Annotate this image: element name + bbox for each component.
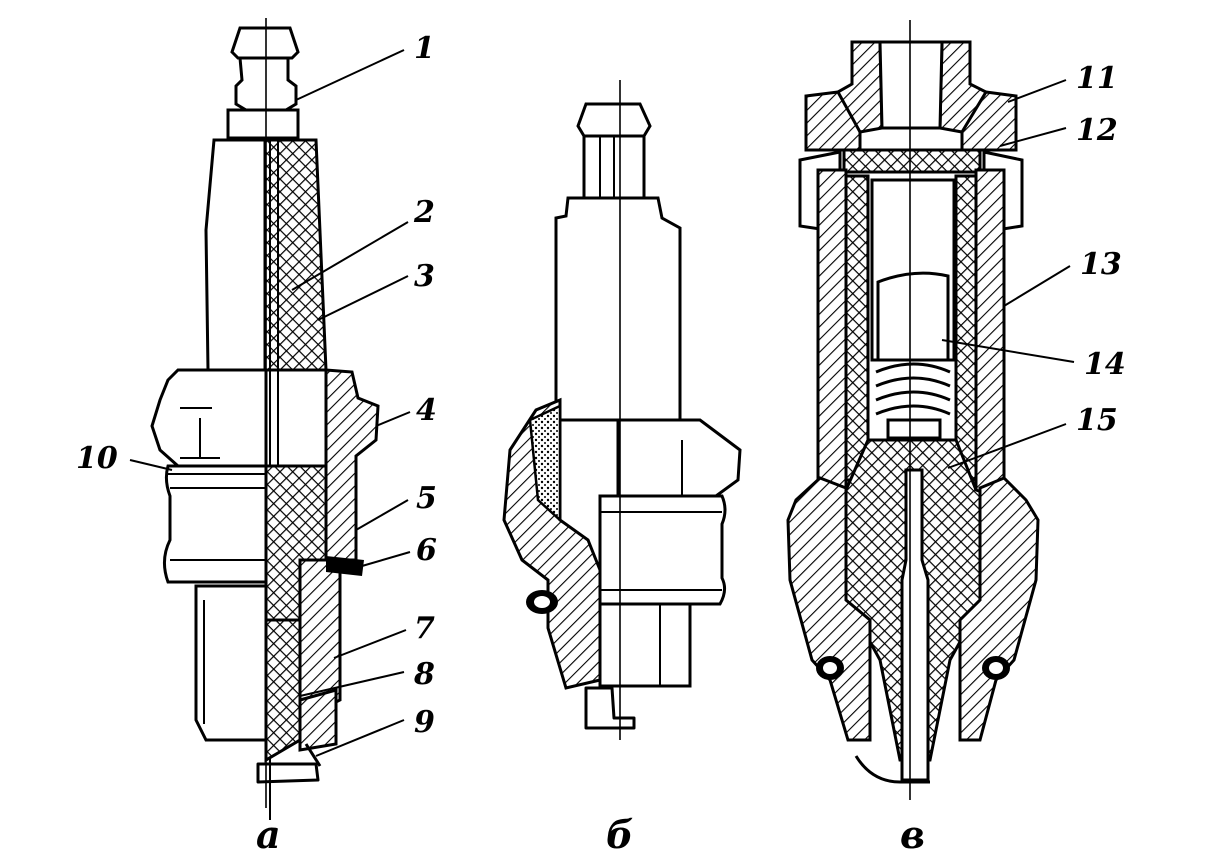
- callout-11: 11: [1076, 61, 1118, 96]
- callout-12: 12: [1076, 113, 1118, 148]
- spark-plug-c: [786, 20, 1040, 800]
- callout-4: 4: [416, 393, 437, 428]
- callout-1: 1: [414, 31, 435, 66]
- leader-11: [1007, 79, 1067, 103]
- leader-13: [1003, 265, 1071, 307]
- leader-7: [333, 629, 407, 659]
- callout-10: 10: [76, 441, 118, 476]
- callout-9: 9: [414, 705, 435, 740]
- leader-3: [317, 275, 409, 321]
- callout-labels: 1 2 3 4 5 6 7 8 9 10 11 12 13 14 15: [76, 31, 1126, 740]
- callout-2: 2: [413, 195, 435, 230]
- spark-plug-a: [150, 18, 380, 820]
- callout-8: 8: [413, 657, 435, 692]
- leader-10: [129, 459, 173, 471]
- leader-14: [941, 339, 1075, 363]
- callout-15: 15: [1076, 403, 1118, 438]
- callout-7: 7: [414, 611, 435, 646]
- leader-12: [999, 127, 1067, 147]
- leader-6: [361, 551, 411, 567]
- spark-plug-b: [502, 80, 742, 740]
- caption-b: б: [606, 812, 633, 857]
- leader-2: [291, 221, 409, 291]
- callout-14: 14: [1084, 347, 1126, 382]
- caption-c: в: [900, 812, 925, 857]
- leader-9: [315, 719, 405, 757]
- leader-lines: [129, 49, 1075, 757]
- callout-13: 13: [1080, 247, 1122, 282]
- leader-5: [355, 499, 409, 531]
- callout-5: 5: [416, 481, 437, 516]
- figure-captions: а б в: [256, 812, 925, 857]
- leader-8: [299, 671, 405, 697]
- leader-4: [375, 411, 411, 427]
- leader-15: [947, 423, 1067, 469]
- leader-1: [295, 49, 405, 101]
- callout-3: 3: [414, 259, 435, 294]
- caption-a: а: [256, 812, 281, 857]
- callout-6: 6: [416, 533, 437, 568]
